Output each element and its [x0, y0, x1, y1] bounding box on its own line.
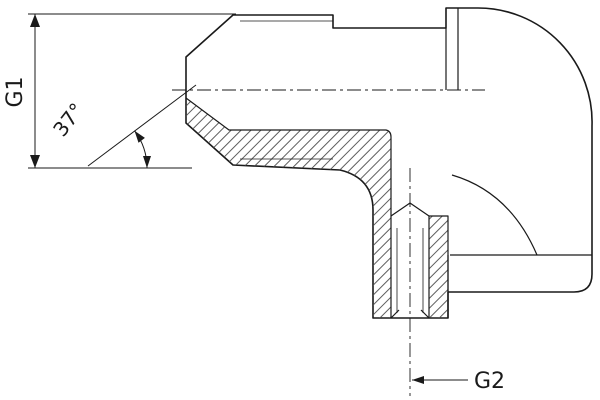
dimension-angle: [87, 84, 197, 169]
thread-lines: [240, 20, 424, 313]
angle-arrow-top: [134, 130, 145, 143]
angle-slant-ray: [87, 84, 197, 167]
hatch-region-upper: [186, 98, 391, 318]
dimension-g2: [412, 376, 468, 384]
hatch-region-port-wall: [429, 216, 448, 318]
port-mouth-chamfer-right: [420, 309, 430, 319]
detail-lines: [185, 8, 592, 319]
dimension-label-g1: G1: [3, 76, 28, 107]
centerlines: [172, 89, 485, 396]
inner-bend-curve: [451, 174, 538, 256]
g2-arrow-left: [412, 376, 424, 384]
dimension-g1: [28, 13, 236, 169]
dimension-label-g2: G2: [474, 369, 505, 394]
flare-cone-and-bore-line: [185, 97, 392, 318]
port-mouth-chamfer-left: [390, 309, 400, 319]
g1-arrow-up: [30, 14, 40, 27]
dimension-label-angle: 37°: [48, 98, 89, 141]
section-hatch: [186, 98, 448, 318]
g1-arrow-down: [30, 155, 40, 168]
angle-arrow-bottom: [143, 156, 151, 168]
